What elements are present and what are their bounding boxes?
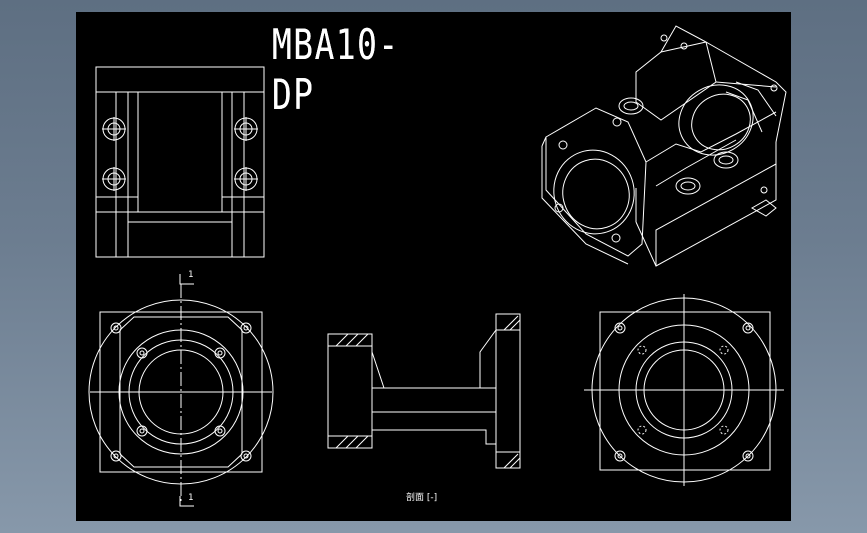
section-marker-top-label: 1: [188, 270, 194, 280]
drawing-title: MBA10-DP: [272, 20, 400, 119]
section-marker-bottom-label: 1: [188, 493, 194, 503]
drawing-sheet: MBA10-DP: [76, 12, 791, 521]
front-view-left: [88, 274, 274, 507]
top-view: [95, 66, 265, 258]
isometric-view: [541, 25, 787, 267]
section-view: [327, 313, 521, 469]
front-view-right: [584, 294, 784, 486]
cad-drawing-canvas: [88, 25, 787, 507]
section-caption: 剖面 [-]: [406, 493, 438, 503]
